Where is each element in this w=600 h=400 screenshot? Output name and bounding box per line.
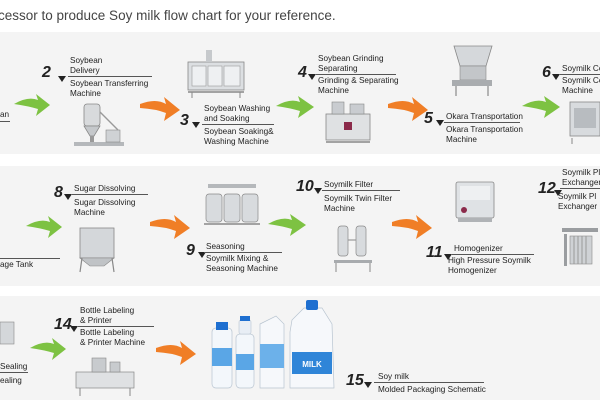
green-arrow <box>268 214 306 236</box>
soymilk-cooker-machine-icon <box>569 101 600 144</box>
soybean-transfer-machine-icon <box>74 103 124 146</box>
process-row-3: Sealing ealing 14 Bottle Labeling & Prin… <box>0 296 600 400</box>
step-machine: High Pressure Soymilk Homogenizer <box>448 256 531 275</box>
step-number: 4 <box>298 64 307 81</box>
soymilk-mixing-machine-icon <box>204 184 260 225</box>
jug-brand-label: MILK <box>302 360 322 369</box>
soybean-washing-machine-icon <box>187 50 245 98</box>
step-number: 6 <box>542 64 551 81</box>
step-machine: Soybean Transferring Machine <box>70 79 149 98</box>
step-label: Soybean Delivery <box>70 56 103 75</box>
step-number: 11 <box>426 244 443 261</box>
step-number: 14 <box>54 316 72 333</box>
step-label: Homogenizer <box>454 244 503 253</box>
step-machine: Soybean Soaking& Washing Machine <box>204 127 274 146</box>
green-arrow <box>26 216 62 238</box>
process-row-1: an 2 Soybean Delivery Soybean Transferri… <box>0 32 600 154</box>
step-number: 3 <box>180 112 189 129</box>
page-header: cessor to produce Soy milk flow chart fo… <box>0 8 336 23</box>
orange-arrow <box>392 215 432 239</box>
step-machine: Bottle Labeling & Printer Machine <box>80 328 146 347</box>
fragment-label: an <box>0 110 10 119</box>
soymilk-bottles-icon: MILK <box>211 300 335 389</box>
step-machine: Soymilk Pl Exchanger M <box>558 192 600 211</box>
orange-arrow <box>140 97 180 121</box>
step-number: 5 <box>424 110 433 127</box>
fragment-label: ealing <box>0 376 22 385</box>
step-machine: Sugar Dissolving Machine <box>74 198 136 217</box>
plate-heat-exchanger-icon <box>562 228 598 266</box>
green-arrow <box>30 338 66 360</box>
okara-transportation-machine-icon <box>452 45 493 96</box>
step-label: Soymilk Filter <box>324 180 374 189</box>
step-number: 10 <box>296 178 314 195</box>
green-arrow <box>276 96 314 118</box>
step-machine: Molded Packaging Schematic <box>378 385 486 394</box>
step-number: 12 <box>538 180 556 197</box>
soymilk-filter-machine-icon <box>334 225 372 272</box>
step-label: Soy milk <box>378 372 409 381</box>
process-row-2: age Tank 8 Sugar Dissolving Sugar Dissol… <box>0 166 600 286</box>
fragment-label: age Tank <box>0 260 34 269</box>
orange-arrow <box>150 215 190 239</box>
step-number: 8 <box>54 184 63 201</box>
step-label: Seasoning <box>206 242 245 251</box>
step-label: Okara Transportation <box>446 112 523 121</box>
step-label: Soybean Grinding Separating <box>318 54 384 73</box>
orange-arrow <box>156 341 196 365</box>
step-machine: Soymilk Twin Filter Machine <box>324 194 393 213</box>
step-number: 2 <box>42 64 51 81</box>
step-label: Soybean Washing and Soaking <box>204 104 271 123</box>
step-number: 9 <box>186 242 195 259</box>
step-label: Sugar Dissolving <box>74 184 136 193</box>
fragment-label: Sealing <box>0 362 28 371</box>
step-label: Soymilk Pla Exchanger <box>562 168 600 187</box>
step-label: Soymilk Co <box>562 64 600 73</box>
green-arrow <box>522 96 560 118</box>
bottle-labeling-machine-icon <box>75 357 135 396</box>
homogenizer-machine-icon <box>455 181 495 222</box>
orange-arrow <box>388 97 428 121</box>
step-machine: Okara Transportation Machine <box>446 125 523 144</box>
grinding-machine-icon <box>325 101 371 143</box>
green-arrow <box>14 94 50 116</box>
step-machine: Soymilk Co Machine <box>562 76 600 95</box>
sugar-dissolving-tank-icon <box>79 227 115 273</box>
step-label: Bottle Labeling & Printer <box>80 306 135 325</box>
sealing-machine-icon <box>0 321 15 345</box>
step-machine: Grinding & Separating Machine <box>318 76 399 95</box>
step-number: 15 <box>346 372 364 389</box>
step-machine: Soymilk Mixing & Seasoning Machine <box>206 254 278 273</box>
